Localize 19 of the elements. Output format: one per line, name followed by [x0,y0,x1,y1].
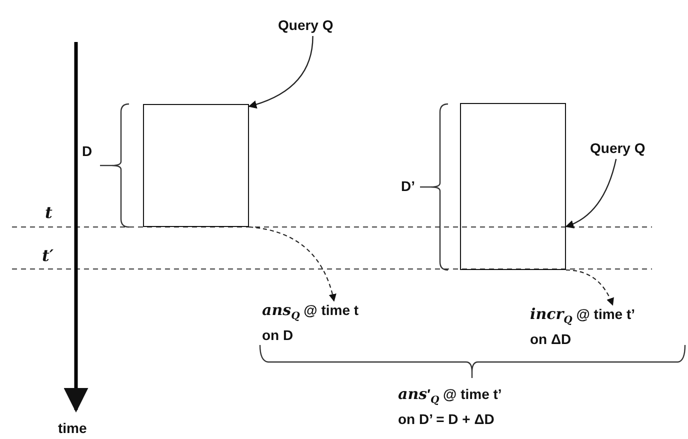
arrow [565,158,617,228]
arrow [248,226,336,302]
arrow [248,36,314,108]
result-label: ans$_{Q}$ @ time t [262,301,359,324]
time-mark: t′ [42,246,54,265]
result-note: on D [262,326,294,344]
arrow [566,269,614,306]
result-label: ans′$_{Q}$ @ time t’ [398,385,502,408]
data-block [460,103,566,270]
time-mark: t [45,203,52,222]
result-note: on ΔD [530,330,572,348]
query-label: Query Q [590,139,646,157]
result-note: on D’ = D + ΔD [398,410,494,428]
query-label: Query Q [278,16,334,34]
data-label: D [82,143,92,159]
data-block [143,104,249,227]
axis-label: time [58,420,87,436]
result-label: incr$_{Q}$ @ time t’ [530,305,636,328]
data-label: D’ [401,178,415,194]
